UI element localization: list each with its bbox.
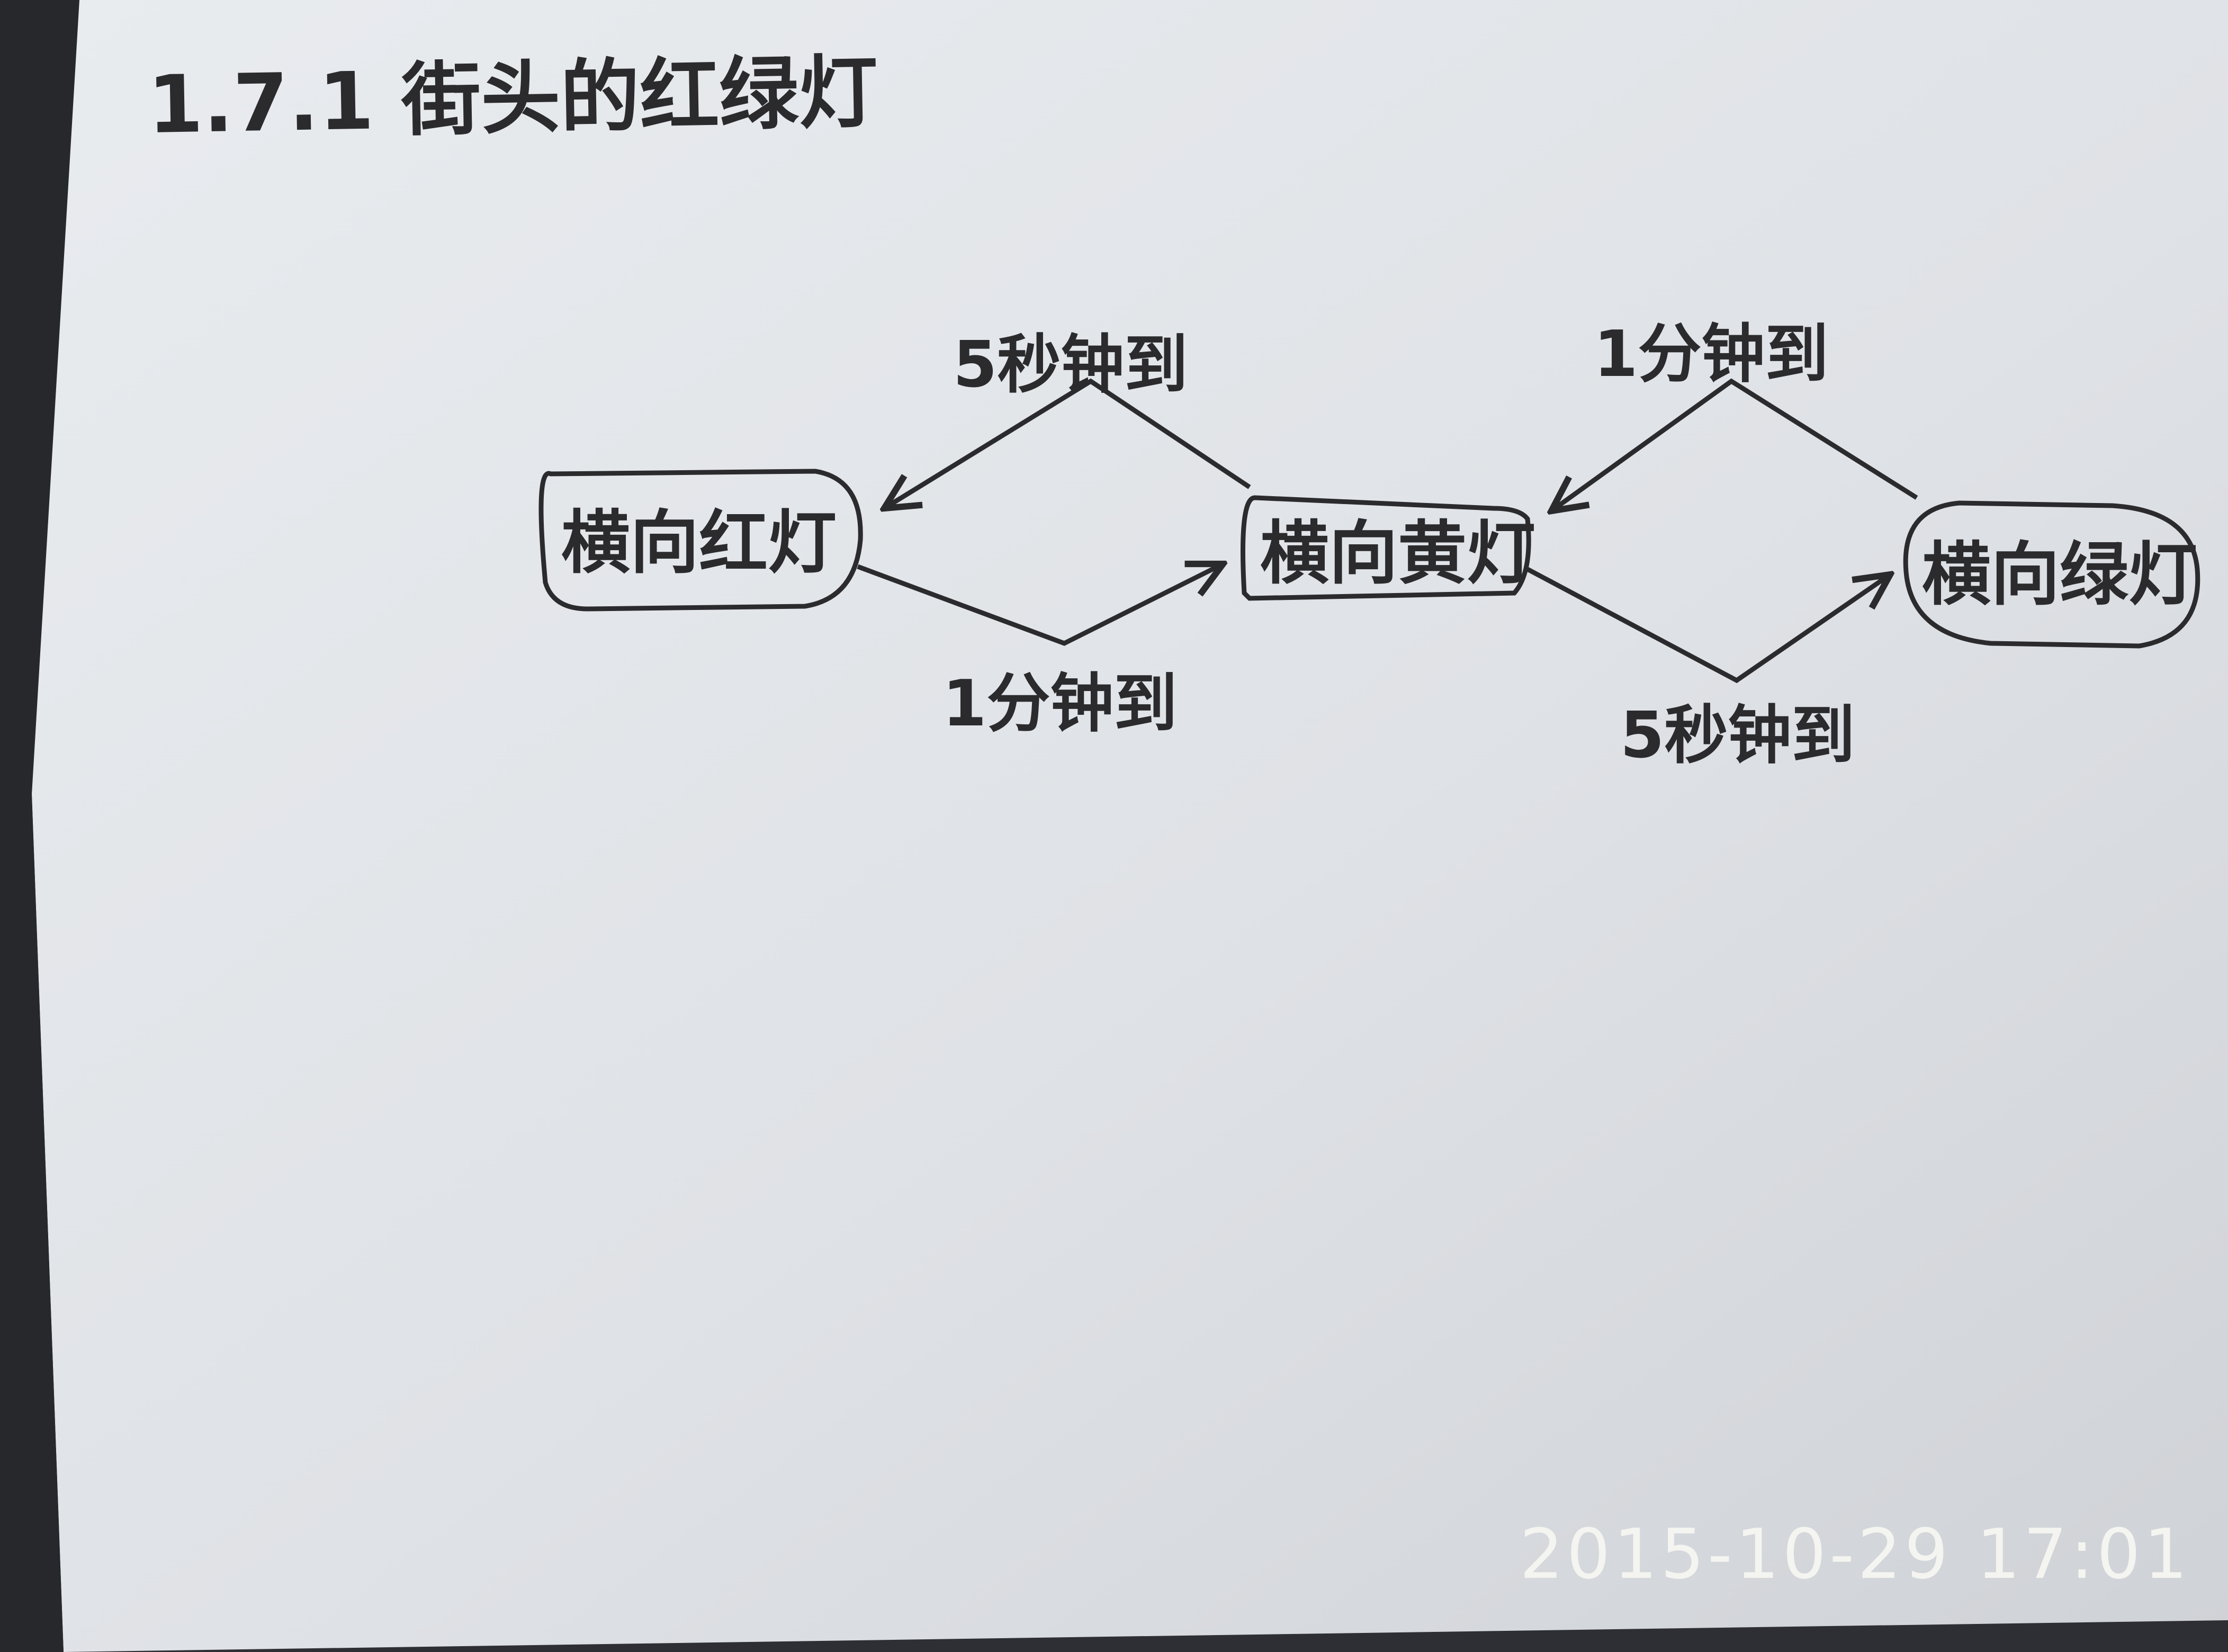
photo-timestamp: 2015-10-29 17:01 [1520, 1514, 2190, 1594]
page-title: 1.7.1 街头的红绿灯 [147, 47, 879, 151]
transition-label-yellow-to-red: 5秒钟到 [953, 328, 1188, 402]
state-node-green: 横向绿灯 [1903, 500, 2200, 649]
transition-yellow-to-green [1526, 567, 1890, 684]
state-label-yellow: 横向黄灯 [1260, 513, 1535, 594]
state-node-red: 横向红灯 [538, 469, 863, 612]
transition-red-to-yellow [857, 564, 1223, 646]
transition-label-yellow-to-green: 5秒钟到 [1620, 699, 1855, 773]
state-node-yellow: 横向黄灯 [1241, 495, 1535, 601]
state-label-green: 横向绿灯 [1922, 534, 2197, 615]
transition-label-red-to-yellow: 1分钟到 [942, 667, 1178, 741]
state-label-red: 横向红灯 [561, 502, 837, 583]
transition-green-to-yellow [1551, 378, 1918, 511]
transition-label-green-to-yellow: 1分钟到 [1594, 318, 1829, 391]
transition-yellow-to-red [884, 378, 1251, 508]
